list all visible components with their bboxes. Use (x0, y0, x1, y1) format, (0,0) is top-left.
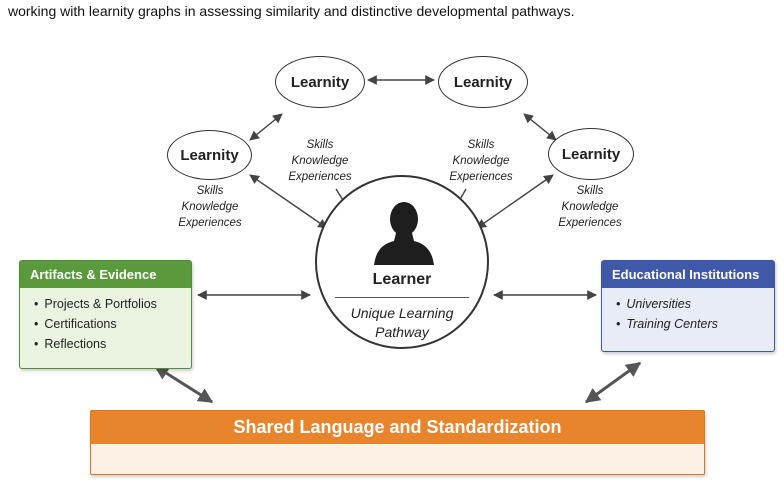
learnity-attributes: Skills Knowledge Experiences (165, 183, 255, 231)
learnity-node: Learnity (167, 130, 252, 180)
list-item: Training Centers (616, 314, 762, 334)
educational-institutions-box: Educational Institutions Universities Tr… (601, 260, 775, 352)
learner-subtitle: Unique Learning Pathway (317, 304, 487, 342)
learner-subtitle-line1: Unique Learning (350, 305, 454, 321)
attr-skills: Skills (196, 185, 224, 197)
learner-title: Learner (372, 271, 432, 288)
arrow-l4-learner (476, 174, 554, 229)
artifacts-title: Artifacts & Evidence (20, 261, 191, 288)
learnity-node: Learnity (548, 128, 634, 180)
learner-subtitle-line2: Pathway (375, 324, 429, 340)
learnity-label: Learnity (561, 145, 621, 163)
attr-knowledge: Knowledge (291, 155, 349, 167)
attr-knowledge: Knowledge (452, 155, 510, 167)
attr-skills: Skills (306, 139, 334, 151)
learnity-attributes: Skills Knowledge Experiences (275, 137, 365, 185)
arrow-institutions-shared (584, 361, 642, 404)
list-item: Reflections (34, 334, 179, 354)
institutions-title: Educational Institutions (602, 261, 774, 288)
institutions-list: Universities Training Centers (602, 288, 774, 334)
list-item: Certifications (34, 314, 179, 334)
attr-skills: Skills (576, 185, 604, 197)
artifacts-list: Projects & Portfolios Certifications Ref… (20, 288, 191, 354)
attr-experiences: Experiences (288, 171, 352, 183)
learner-divider (335, 297, 469, 298)
shared-language-box: Shared Language and Standardization (90, 410, 705, 475)
attr-experiences: Experiences (449, 171, 513, 183)
attr-knowledge: Knowledge (181, 201, 239, 213)
arrow-l1-learner (249, 174, 328, 229)
learnity-label: Learnity (290, 73, 350, 91)
attr-experiences: Experiences (558, 217, 622, 229)
learner-node: Learner Unique Learning Pathway (315, 175, 489, 349)
shared-title: Shared Language and Standardization (91, 411, 704, 444)
learnity-node: Learnity (438, 56, 528, 108)
attr-experiences: Experiences (178, 217, 242, 229)
person-icon (374, 202, 434, 265)
arrow-l3-l4 (523, 113, 557, 141)
learnity-label: Learnity (453, 73, 513, 91)
arrow-l1-l2 (249, 113, 283, 141)
learnity-node: Learnity (275, 56, 365, 108)
list-item: Projects & Portfolios (34, 294, 179, 314)
learnity-label: Learnity (180, 146, 239, 164)
learnity-attributes: Skills Knowledge Experiences (545, 183, 635, 231)
figure-caption: working with learnity graphs in assessin… (8, 3, 575, 19)
arrow-artifacts-shared (153, 364, 214, 404)
artifacts-evidence-box: Artifacts & Evidence Projects & Portfoli… (19, 260, 192, 369)
attr-knowledge: Knowledge (561, 201, 619, 213)
list-item: Universities (616, 294, 762, 314)
learnity-attributes: Skills Knowledge Experiences (436, 137, 526, 185)
attr-skills: Skills (467, 139, 495, 151)
